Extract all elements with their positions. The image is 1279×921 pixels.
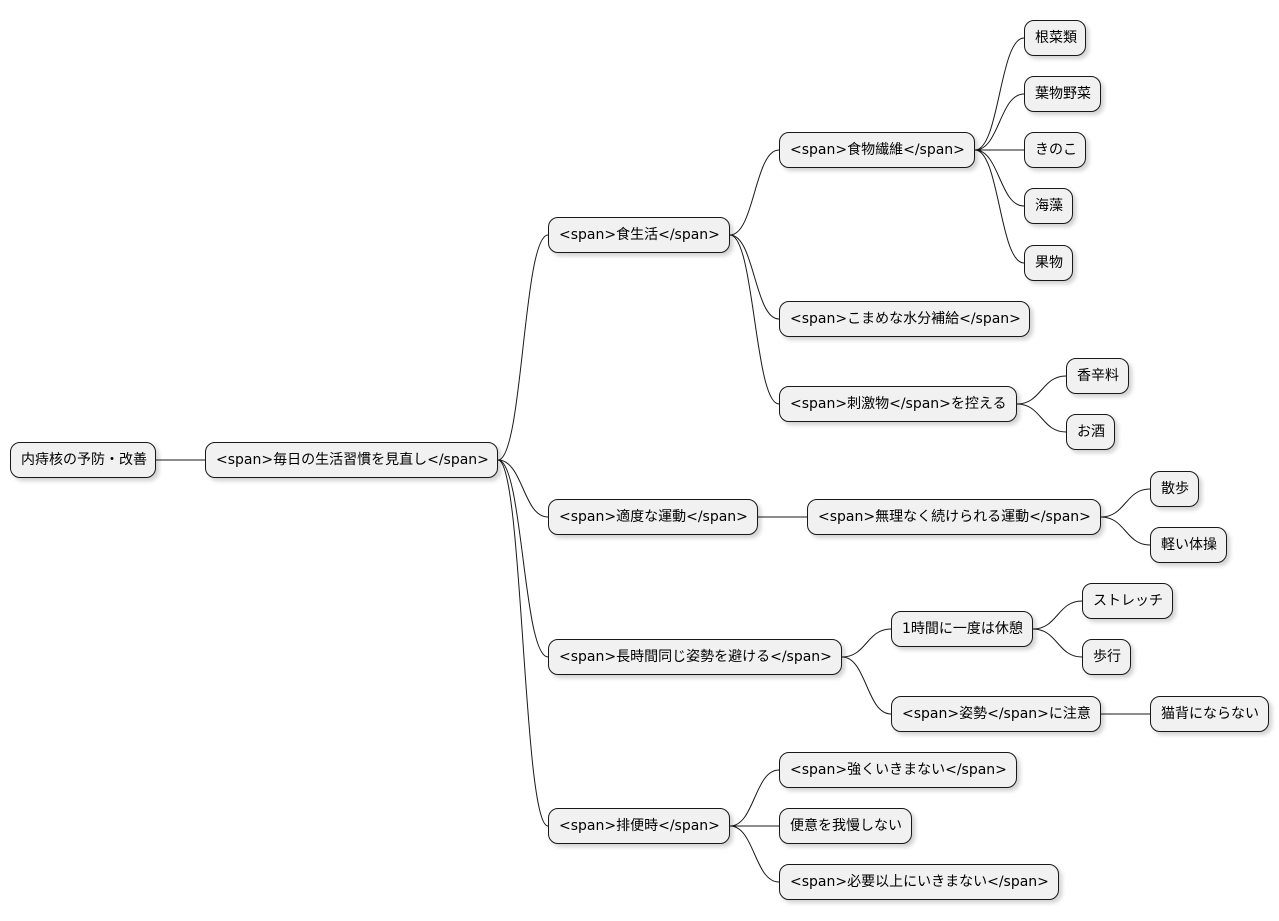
connector-line bbox=[1100, 488, 1151, 518]
connector-line bbox=[974, 93, 1025, 151]
connector-line bbox=[729, 234, 780, 320]
exercise-node: <span>適度な運動</span> bbox=[548, 499, 758, 535]
connector-line bbox=[497, 234, 549, 461]
walk-node: 散歩 bbox=[1150, 471, 1199, 507]
walking-node: 歩行 bbox=[1082, 639, 1131, 675]
connector-line bbox=[497, 459, 549, 658]
connector-line bbox=[729, 769, 780, 827]
connector-line bbox=[729, 234, 780, 405]
seaweed-node: 海藻 bbox=[1024, 188, 1073, 224]
dont-hold-urge-node: 便意を我慢しない bbox=[779, 808, 912, 844]
connector-line bbox=[1100, 516, 1151, 546]
light-exercise-node: 軽い体操 bbox=[1150, 527, 1227, 563]
stretch-node: ストレッチ bbox=[1082, 583, 1173, 619]
fruit-node: 果物 bbox=[1024, 245, 1073, 281]
connector-line bbox=[974, 37, 1025, 151]
no-slouching-node: 猫背にならない bbox=[1150, 696, 1269, 732]
spices-node: 香辛料 bbox=[1066, 358, 1129, 394]
connector-line bbox=[1032, 600, 1083, 630]
posture-attention-node: <span>姿勢</span>に注意 bbox=[891, 696, 1101, 732]
connector-line bbox=[974, 149, 1025, 264]
diet-node: <span>食生活</span> bbox=[548, 217, 730, 253]
connector-line bbox=[1016, 375, 1067, 405]
connector-line bbox=[841, 656, 892, 715]
leafy-vegetables-node: 葉物野菜 bbox=[1024, 76, 1101, 112]
alcohol-node: お酒 bbox=[1066, 414, 1115, 450]
bowel-movement-node: <span>排便時</span> bbox=[548, 808, 730, 844]
avoid-same-posture-node: <span>長時間同じ姿勢を避ける</span> bbox=[548, 639, 842, 675]
root-node: 内痔核の予防・改善 bbox=[10, 442, 156, 478]
root-vegetables-node: 根菜類 bbox=[1024, 20, 1086, 56]
avoid-stimulants-node: <span>刺激物</span>を控える bbox=[779, 386, 1017, 422]
hydration-node: <span>こまめな水分補給</span> bbox=[779, 301, 1030, 337]
no-hard-straining-node: <span>強くいきまない</span> bbox=[779, 752, 1017, 788]
connector-line bbox=[497, 459, 549, 518]
connector-line bbox=[497, 459, 549, 827]
connector-line bbox=[729, 825, 780, 883]
no-excess-straining-node: <span>必要以上にいきまない</span> bbox=[779, 864, 1059, 900]
lifestyle-review-node: <span>毎日の生活習慣を見直し</span> bbox=[205, 442, 498, 478]
connector-line bbox=[729, 149, 780, 236]
connector-line bbox=[1032, 628, 1083, 658]
dietary-fiber-node: <span>食物繊維</span> bbox=[779, 132, 975, 168]
connector-line bbox=[974, 149, 1025, 207]
connector-line bbox=[1016, 403, 1067, 433]
sustainable-exercise-node: <span>無理なく続けられる運動</span> bbox=[807, 499, 1101, 535]
hourly-break-node: 1時間に一度は休憩 bbox=[891, 611, 1033, 647]
connector-line bbox=[841, 628, 892, 658]
mushrooms-node: きのこ bbox=[1024, 132, 1086, 168]
